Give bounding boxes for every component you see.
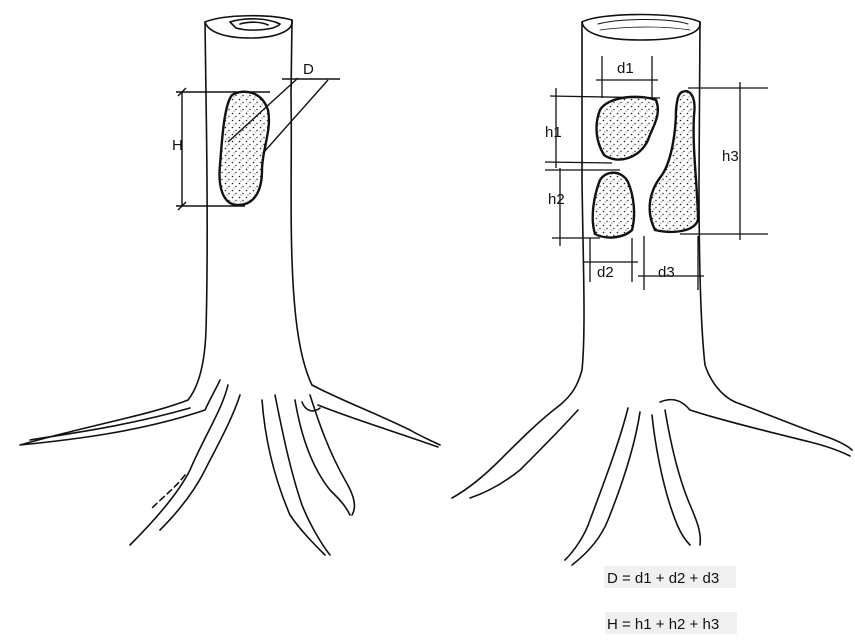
label-d: D bbox=[303, 61, 314, 78]
left-root-right-center bbox=[295, 400, 350, 515]
d-bottom-diagonal bbox=[264, 80, 328, 152]
label-d1: d1 bbox=[617, 60, 634, 77]
left-wound bbox=[220, 92, 269, 205]
right-root-left bbox=[452, 405, 560, 498]
formula-h: H = h1 + h2 + h3 bbox=[607, 616, 719, 633]
formula-d: D = d1 + d2 + d3 bbox=[607, 570, 719, 587]
right-root-center bbox=[652, 415, 690, 545]
right-wound-1 bbox=[597, 97, 658, 160]
left-root-middle-left bbox=[130, 385, 228, 545]
left-trunk-top bbox=[205, 16, 292, 38]
label-h2: h2 bbox=[548, 191, 565, 208]
label-d3: d3 bbox=[658, 264, 675, 281]
right-root-left-center bbox=[565, 408, 628, 560]
left-root-right bbox=[312, 385, 440, 445]
right-trunk-left-edge bbox=[560, 22, 584, 405]
label-h3: h3 bbox=[722, 148, 739, 165]
right-trunk-right-edge bbox=[699, 22, 735, 402]
right-measurements bbox=[545, 56, 768, 290]
right-trunk-top bbox=[582, 15, 700, 41]
right-root-right bbox=[735, 402, 852, 450]
label-h: H bbox=[172, 137, 183, 154]
right-wound-2 bbox=[593, 173, 634, 238]
label-d2: d2 bbox=[597, 264, 614, 281]
left-trunk-left-edge bbox=[188, 22, 207, 400]
left-root-left bbox=[20, 380, 220, 445]
label-h1: h1 bbox=[545, 124, 562, 141]
